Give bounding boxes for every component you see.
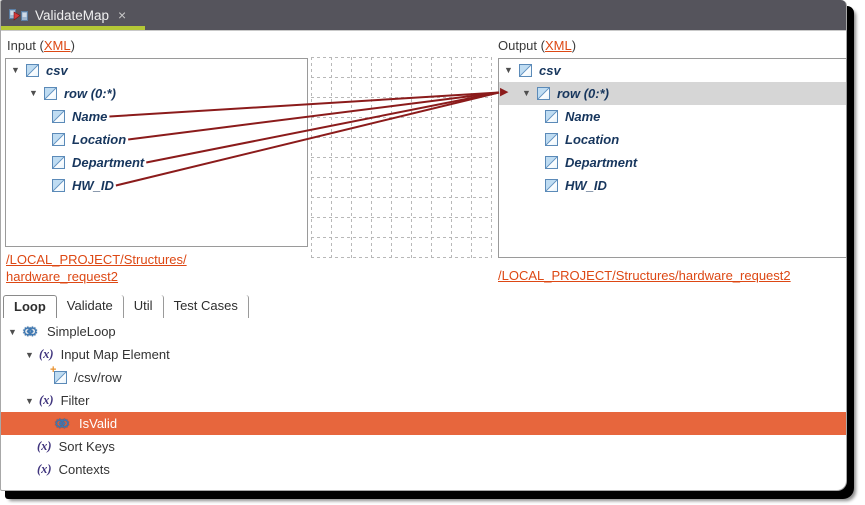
expander-icon[interactable]: ▼ [522, 88, 531, 98]
tab-validatemap[interactable]: ValidateMap × [1, 0, 145, 30]
close-icon[interactable]: × [118, 7, 127, 23]
expander-icon[interactable]: ▼ [25, 396, 34, 406]
output-panel-label: Output (XML) [498, 38, 577, 53]
tree-node-department[interactable]: Department [6, 151, 307, 174]
expander-icon[interactable]: ▼ [11, 65, 20, 75]
fx-icon: (x) [37, 462, 52, 476]
tree-node-contexts[interactable]: (x) Contexts [37, 462, 110, 477]
tree-node-filter[interactable]: ▼ (x) Filter [25, 393, 90, 408]
tree-node-simpleloop[interactable]: ▼ ⚙⚙ SimpleLoop [8, 323, 116, 340]
tab-loop[interactable]: Loop [3, 295, 57, 318]
tree-node-location[interactable]: Location [6, 128, 307, 151]
loop-tree: ▼ ⚙⚙ SimpleLoop ▼ (x) Input Map Element … [1, 320, 846, 481]
mapping-canvas [311, 57, 492, 261]
new-element-icon: + [50, 364, 67, 384]
fx-icon: (x) [37, 439, 52, 453]
tree-node-row[interactable]: ▼ row (0:*) [29, 86, 116, 101]
expander-icon[interactable]: ▼ [8, 327, 17, 337]
element-icon [52, 156, 65, 169]
element-icon [519, 64, 532, 77]
fx-icon: (x) [39, 347, 54, 361]
mapper-icon [9, 8, 28, 21]
output-xml-link[interactable]: XML [544, 38, 572, 53]
expander-icon[interactable]: ▼ [504, 65, 513, 75]
tree-node-name[interactable]: Name [499, 105, 846, 128]
tree-node-name[interactable]: Name [6, 105, 307, 128]
element-icon [52, 110, 65, 123]
input-schema-tree: ▼ csv ▼ row (0:*) Name Location Departme… [5, 58, 308, 247]
tree-node-location[interactable]: Location [499, 128, 846, 151]
tree-node-csv-row[interactable]: + /csv/row [50, 364, 122, 385]
element-icon [545, 110, 558, 123]
input-resource-link[interactable]: /LOCAL_PROJECT/Structures/ hardware_requ… [6, 252, 187, 284]
tab-test-cases[interactable]: Test Cases [164, 295, 249, 318]
tree-node-sort-keys[interactable]: (x) Sort Keys [37, 439, 115, 454]
element-icon [26, 64, 39, 77]
tab-validate[interactable]: Validate [57, 295, 124, 318]
gears-icon: ⚙⚙ [22, 323, 38, 339]
expander-icon[interactable]: ▼ [29, 88, 38, 98]
element-icon [44, 87, 57, 100]
tab-title: ValidateMap [35, 7, 110, 23]
tree-node-csv[interactable]: ▼ csv [11, 63, 68, 78]
element-icon [545, 179, 558, 192]
mapper-window: ValidateMap × Input (XML) Output (XML) ▼… [0, 0, 847, 491]
input-xml-link[interactable]: XML [43, 38, 71, 53]
mapping-target-arrow-icon: ▶ [500, 86, 509, 98]
tree-node-hwid[interactable]: HW_ID [6, 174, 307, 197]
input-panel-label: Input (XML) [7, 38, 75, 53]
tree-node-hwid[interactable]: HW_ID [499, 174, 846, 197]
output-resource-link[interactable]: /LOCAL_PROJECT/Structures/hardware_reque… [498, 268, 791, 283]
active-tab-indicator [1, 26, 145, 30]
output-schema-tree: ▼ csv ▶ ▼ row (0:*) Name Location Depart… [498, 58, 847, 258]
element-icon [537, 87, 550, 100]
tree-node-csv[interactable]: ▼ csv [504, 63, 561, 78]
editor-tab-bar: ValidateMap × [1, 0, 846, 30]
header-separator [1, 30, 846, 31]
tree-node-department[interactable]: Department [499, 151, 846, 174]
element-icon [52, 133, 65, 146]
element-icon [52, 179, 65, 192]
element-icon [545, 133, 558, 146]
tab-util[interactable]: Util [124, 295, 164, 318]
tree-node-input-map-element[interactable]: ▼ (x) Input Map Element [25, 347, 170, 362]
bottom-tab-bar: Loop Validate Util Test Cases [3, 295, 249, 318]
tree-node-row-selected[interactable]: ▶ ▼ row (0:*) [499, 82, 846, 105]
gears-icon: ⚙⚙ [54, 415, 70, 431]
tree-node-isvalid[interactable]: ⚙⚙ IsValid [1, 412, 846, 435]
expander-icon[interactable]: ▼ [25, 350, 34, 360]
element-icon [545, 156, 558, 169]
fx-icon: (x) [39, 393, 54, 407]
